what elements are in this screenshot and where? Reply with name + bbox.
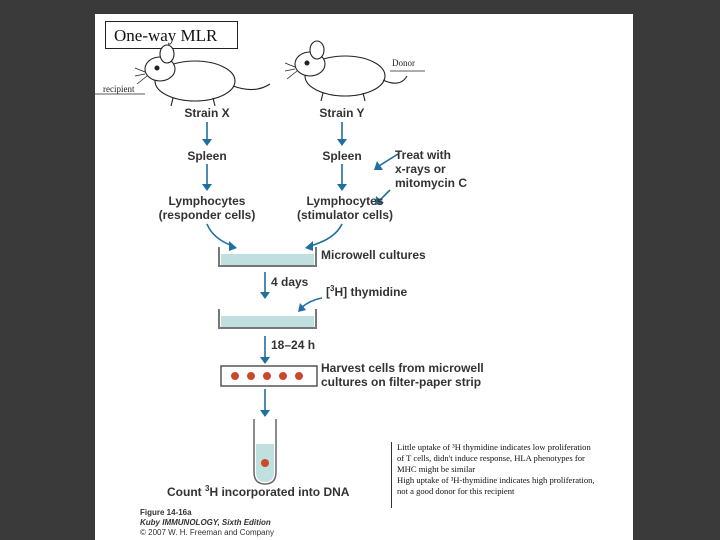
count-label: Count 3H incorporated into DNA bbox=[167, 484, 350, 500]
thymidine-text: H] thymidine bbox=[334, 285, 408, 299]
lymphocytes-right-line-1: Lymphocytes bbox=[306, 194, 384, 208]
microwell-culture-1 bbox=[218, 247, 317, 267]
lymphocytes-responder-label: Lymphocytes (responder cells) bbox=[137, 194, 277, 222]
lymphocytes-left-line-2: (responder cells) bbox=[158, 208, 256, 222]
note-line-4: High uptake of ³H-thymidine indicates hi… bbox=[397, 475, 595, 485]
count-superscript: 3 bbox=[205, 484, 210, 493]
treatment-line-3: mitomycin C bbox=[395, 176, 468, 190]
interpretation-note: Little uptake of ³H thymidine indicates … bbox=[391, 442, 633, 508]
treatment-label: Treat with x-rays or mitomycin C bbox=[395, 148, 467, 190]
recipient-label: recipient bbox=[103, 84, 135, 94]
count-text-post: H incorporated into DNA bbox=[209, 485, 350, 499]
microwell-culture-2 bbox=[218, 309, 317, 329]
spleen-left-label: Spleen bbox=[187, 149, 227, 163]
treatment-line-1: Treat with bbox=[395, 148, 452, 162]
thymidine-label: [3H] thymidine bbox=[326, 284, 408, 300]
copyright: © 2007 W. H. Freeman and Company bbox=[140, 528, 274, 537]
slide: One-way MLR bbox=[95, 14, 633, 540]
test-tube bbox=[253, 419, 277, 485]
spleen-right-label: Spleen bbox=[322, 149, 362, 163]
strain-x-label: Strain X bbox=[184, 106, 230, 120]
filter-paper-strip bbox=[220, 365, 318, 387]
note-line-2: of T cells, didn't induce response, HLA … bbox=[397, 453, 585, 463]
slide-title: One-way MLR bbox=[105, 21, 238, 49]
lymphocytes-right-line-2: (stimulator cells) bbox=[296, 208, 394, 222]
book-title: Kuby IMMUNOLOGY, Sixth Edition bbox=[140, 518, 271, 527]
note-line-3: MHC might be similar bbox=[397, 464, 476, 474]
lymphocytes-stimulator-label: Lymphocytes (stimulator cells) bbox=[275, 194, 415, 222]
microwell-label: Microwell cultures bbox=[321, 248, 426, 262]
lymphocytes-left-line-1: Lymphocytes bbox=[168, 194, 246, 208]
mouse-recipient-illustration bbox=[134, 44, 271, 107]
diagram-graphics bbox=[95, 40, 425, 485]
donor-label: Donor bbox=[392, 58, 415, 68]
thymidine-superscript: 3 bbox=[330, 284, 335, 293]
note-line-1: Little uptake of ³H thymidine indicates … bbox=[397, 442, 591, 452]
hours-label: 18–24 h bbox=[271, 338, 316, 352]
harvest-line-2: cultures on filter-paper strip bbox=[321, 375, 482, 389]
treatment-line-2: x-rays or bbox=[395, 162, 446, 176]
harvest-label: Harvest cells from microwell cultures on… bbox=[321, 361, 484, 389]
flow-arrows bbox=[202, 122, 399, 417]
harvest-line-1: Harvest cells from microwell bbox=[321, 361, 484, 375]
mouse-donor-illustration bbox=[284, 40, 408, 102]
figure-number: Figure 14-16a bbox=[140, 508, 192, 517]
note-line-5: not a good donor for this recipient bbox=[397, 486, 515, 496]
figure-caption: Figure 14-16a Kuby IMMUNOLOGY, Sixth Edi… bbox=[140, 508, 274, 538]
four-days-label: 4 days bbox=[271, 275, 309, 289]
count-text-pre: Count bbox=[167, 485, 205, 499]
strain-y-label: Strain Y bbox=[319, 106, 365, 120]
thymidine-bracket: [ bbox=[326, 285, 330, 299]
